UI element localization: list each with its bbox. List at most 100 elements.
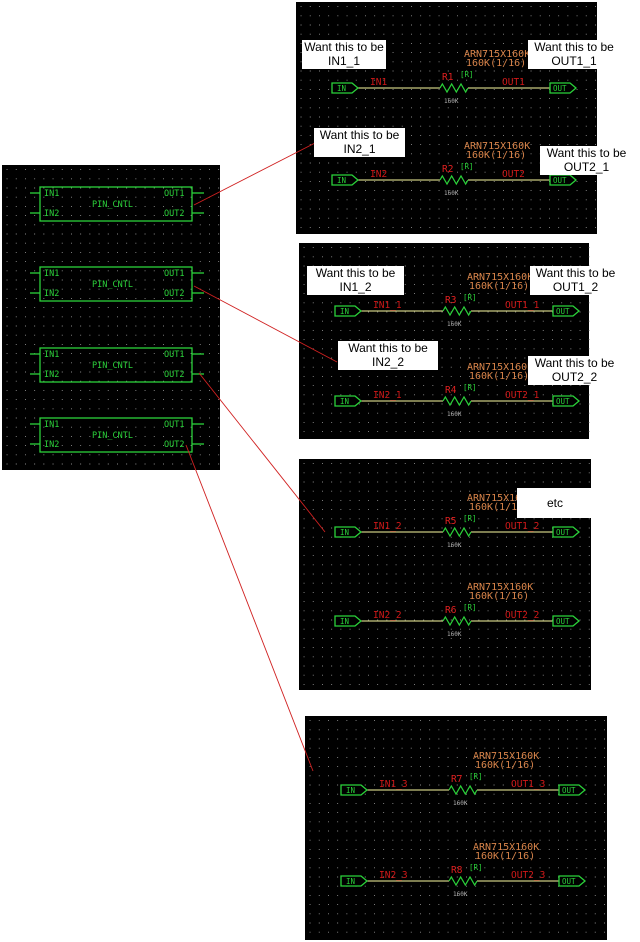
part-value: 160K(1/16) — [469, 371, 529, 382]
pin-label-in: IN1 — [44, 269, 59, 279]
callout-text: OUT2_1 — [564, 160, 610, 174]
callout-background — [314, 128, 405, 157]
small-value: 160K — [444, 98, 459, 105]
port-outline — [558, 784, 587, 796]
callout-text: Want this to be — [547, 146, 627, 160]
port-outline — [340, 875, 369, 887]
callout-text: Want this to be — [316, 266, 396, 280]
hier-block-panel: IN1IN2OUT1OUT2PIN_CNTLIN1IN2OUT1OUT2PIN_… — [2, 165, 220, 470]
panel-background — [2, 165, 220, 470]
part-value: 160K(1/16) — [466, 58, 526, 69]
part-number: ARN715X160K — [473, 751, 539, 762]
small-value: 160K — [447, 631, 462, 638]
panel-background — [305, 716, 607, 940]
reference-designator: R8 — [451, 865, 463, 876]
net-label-out: OUT1_3 — [511, 779, 545, 790]
reference-bracket: [R] — [463, 603, 477, 612]
leader-line — [193, 142, 316, 206]
port-label: IN — [340, 397, 349, 406]
panel-background — [296, 2, 597, 234]
reference-bracket: [R] — [469, 772, 483, 781]
callout-text: etc — [547, 496, 563, 510]
pin-label-out: OUT2 — [164, 289, 184, 299]
small-value: 160K — [447, 321, 462, 328]
in-port: IN — [331, 174, 360, 186]
port-label: IN — [346, 786, 355, 795]
callout-background — [307, 266, 404, 295]
part-number: ARN715X160K — [464, 49, 530, 60]
block-name: PIN_CNTL — [92, 280, 133, 290]
out-port: OUT — [552, 395, 581, 407]
port-outline — [552, 305, 581, 317]
part-value: 160K(1/16) — [469, 502, 529, 513]
net-label-in: IN1_3 — [379, 779, 408, 790]
part-value: 160K(1/16) — [475, 760, 535, 771]
out-port: OUT — [552, 615, 581, 627]
part-number: ARN715X160K — [473, 842, 539, 853]
callout-text: Want this to be — [534, 40, 614, 54]
callout-background — [302, 40, 386, 69]
reference-bracket: [R] — [469, 863, 483, 872]
pin-label-out: OUT1 — [164, 420, 184, 430]
reference-designator: R3 — [445, 295, 456, 306]
pin-label-out: OUT2 — [164, 370, 184, 380]
pin-label-in: IN2 — [44, 209, 59, 219]
block-name: PIN_CNTL — [92, 200, 133, 210]
part-value: 160K(1/16) — [469, 591, 529, 602]
in-port: IN — [334, 526, 363, 538]
callout-text: Want this to be — [535, 356, 615, 370]
port-label: OUT — [556, 307, 570, 316]
small-value: 160K — [444, 190, 459, 197]
small-value: 160K — [453, 800, 468, 807]
grid-dots — [309, 720, 605, 933]
out-port: OUT — [558, 784, 587, 796]
callout-background — [528, 356, 621, 385]
reference-bracket: [R] — [460, 70, 474, 79]
in-port: IN — [334, 615, 363, 627]
callout-text: Want this to be — [320, 128, 400, 142]
part-number: ARN715X160K — [467, 272, 533, 283]
out-port: OUT — [549, 174, 578, 186]
port-label: IN — [340, 528, 349, 537]
block-name: PIN_CNTL — [92, 361, 133, 371]
pin-label-in: IN1 — [44, 420, 59, 430]
net-label-in: IN2_1 — [373, 390, 402, 401]
small-value: 160K — [447, 411, 462, 418]
callout-background — [338, 341, 438, 370]
callout-text: Want this to be — [304, 40, 384, 54]
callout-text: OUT1_2 — [553, 280, 599, 294]
callout-box: etc — [517, 488, 593, 518]
resistor-symbol — [442, 305, 472, 317]
callout-text: IN2_2 — [372, 355, 404, 369]
net-label-in: IN1_1 — [373, 300, 402, 311]
part-number: ARN715X160K — [467, 582, 533, 593]
pin-label-out: OUT2 — [164, 440, 184, 450]
grid-dots — [6, 169, 220, 465]
part-number: ARN715X160K — [464, 141, 530, 152]
port-label: OUT — [556, 528, 570, 537]
leader-line — [185, 444, 314, 772]
pin-label-out: OUT1 — [164, 189, 184, 199]
out-port: OUT — [552, 305, 581, 317]
port-label: OUT — [562, 786, 576, 795]
leader-line — [198, 372, 326, 533]
port-outline — [552, 526, 581, 538]
port-label: IN — [337, 176, 346, 185]
resistor-symbol — [448, 875, 478, 887]
net-label-out: OUT2 — [502, 169, 525, 180]
